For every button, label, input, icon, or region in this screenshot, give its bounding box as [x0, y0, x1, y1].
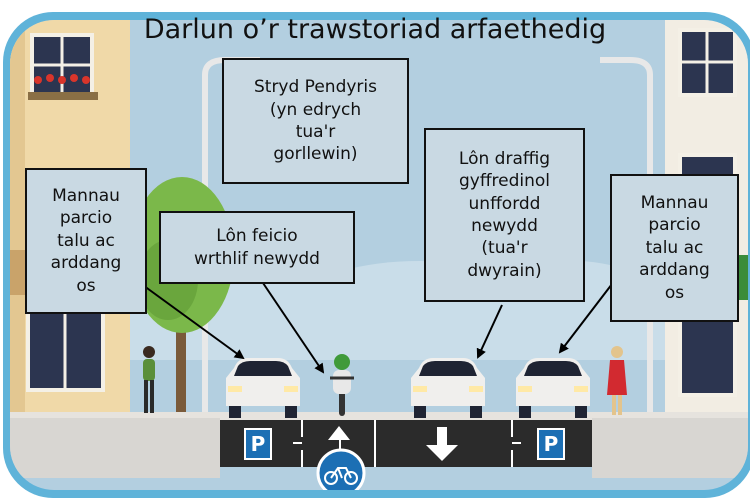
pedestrian-icon	[607, 346, 627, 415]
arrow-down-icon	[426, 427, 458, 461]
parking-marking-right	[537, 428, 565, 460]
page-title: Darlun o’r trawstoriad arfaethedig	[143, 14, 607, 45]
cyclist-icon	[330, 354, 354, 416]
arrow-up-icon	[328, 426, 350, 460]
street-label: Stryd Pendyris (yn edrych tua'r gorllewi…	[222, 58, 409, 184]
car-icon	[226, 358, 590, 418]
road	[220, 420, 592, 467]
pavement-right	[592, 418, 748, 478]
parking-left-label: Mannau parcio talu ac arddang os	[25, 168, 147, 314]
cycle-sign-icon	[316, 448, 366, 490]
parking-marking-right-text: P	[543, 432, 559, 456]
pedestrian-icon	[143, 346, 155, 413]
parking-marking-left-text: P	[250, 432, 266, 456]
parking-right-label: Mannau parcio talu ac arddang os	[610, 174, 739, 322]
pavement-left	[10, 418, 220, 478]
lane-lines	[293, 420, 521, 467]
general-traffic-lane-label: Lôn draffig gyffredinol unffordd newydd …	[424, 128, 585, 302]
cycle-lane-label: Lôn feicio wrthlif newydd	[159, 211, 355, 284]
parking-marking-left	[244, 428, 272, 460]
pointer-arrows	[139, 282, 613, 374]
